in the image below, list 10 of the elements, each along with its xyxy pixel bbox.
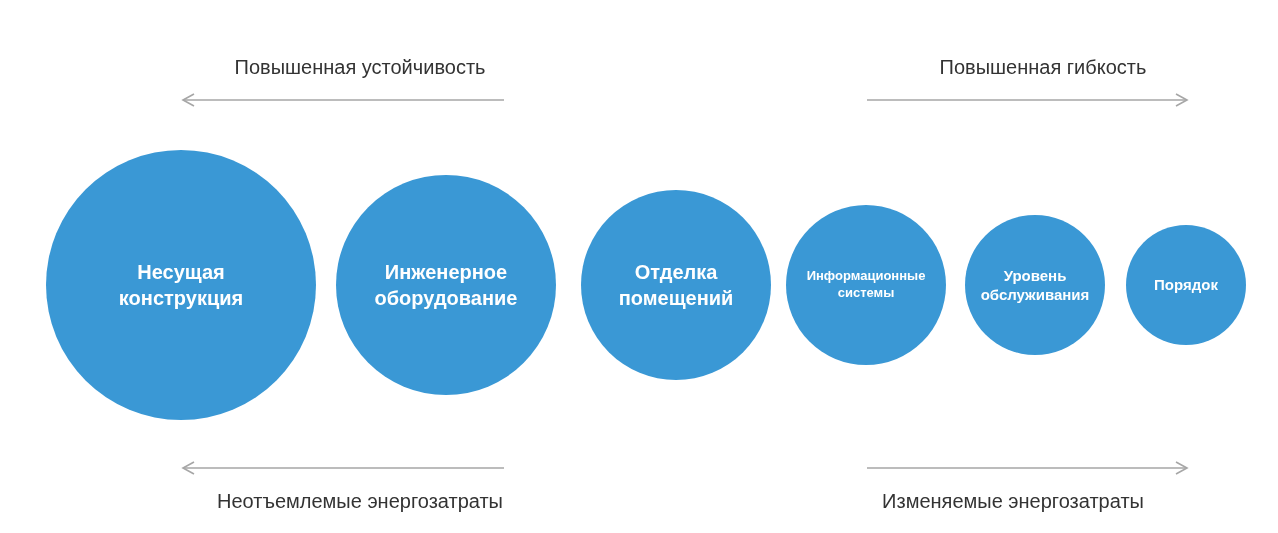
node-label: Несущая конструкция: [117, 260, 245, 311]
axis-caption: Повышенная гибкость: [939, 56, 1147, 79]
node-label: Отделка помещений: [617, 260, 735, 311]
node-label: Уровень обслуживания: [980, 265, 1090, 305]
node-label: Информационные системы: [805, 268, 927, 302]
node-label: Инженерное оборудование: [373, 260, 519, 311]
axis-caption: Неотъемлемые энергозатраты: [217, 490, 503, 513]
axis-caption: Повышенная устойчивость: [234, 56, 486, 79]
node-label: Порядок: [1154, 275, 1218, 295]
axis-caption: Изменяемые энергозатраты: [882, 490, 1144, 513]
